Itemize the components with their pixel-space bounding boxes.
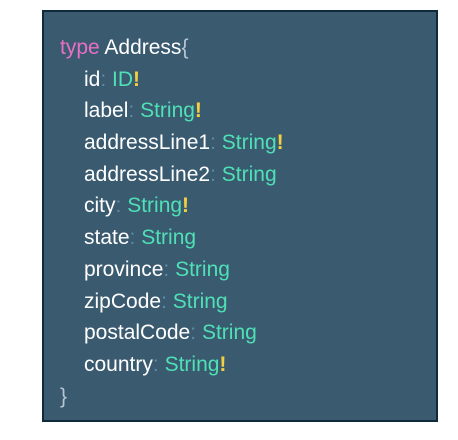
field-separator: : — [115, 194, 122, 218]
field-type: ID — [112, 67, 134, 91]
non-null-marker: ! — [133, 67, 141, 91]
field-line-zipcode: zipCode: String — [60, 286, 436, 318]
field-name: country — [84, 352, 153, 376]
field-name: postalCode — [84, 321, 191, 345]
field-type: String — [221, 162, 277, 186]
field-name: zipCode — [84, 289, 162, 313]
code-snippet-panel: type Address{ id: ID! label: String! add… — [42, 10, 438, 422]
type-name: Address — [104, 36, 182, 59]
field-separator: : — [129, 226, 136, 250]
field-line-id: id: ID! — [60, 64, 436, 96]
field-line-addressline1: addressLine1: String! — [60, 127, 436, 159]
open-brace: { — [181, 36, 189, 59]
field-type: String — [221, 131, 277, 155]
field-line-province: province: String — [60, 254, 436, 286]
close-brace-line: } — [60, 381, 436, 413]
field-line-addressline2: addressLine2: String — [60, 159, 436, 191]
field-type: String — [140, 99, 195, 123]
field-type: String — [175, 257, 230, 281]
field-type: String — [201, 321, 257, 345]
field-separator: : — [163, 257, 170, 281]
field-type: String — [164, 352, 220, 376]
close-brace: } — [60, 384, 68, 408]
field-name: label — [84, 99, 129, 123]
non-null-marker: ! — [219, 352, 227, 376]
field-name: province — [84, 257, 164, 281]
type-declaration-line: type Address{ — [60, 32, 436, 64]
field-name: city — [84, 194, 116, 218]
field-name: addressLine1 — [84, 131, 211, 155]
field-line-label: label: String! — [60, 95, 436, 127]
field-type: String — [127, 194, 183, 218]
field-separator: : — [190, 321, 197, 345]
non-null-marker: ! — [276, 131, 284, 155]
field-separator: : — [100, 67, 107, 91]
field-name: state — [84, 226, 130, 250]
field-separator: : — [210, 162, 216, 186]
field-line-country: country: String! — [60, 349, 436, 381]
field-separator: : — [128, 99, 135, 123]
field-separator: : — [210, 131, 216, 155]
field-type: String — [141, 226, 197, 250]
field-separator: : — [152, 352, 159, 376]
non-null-marker: ! — [194, 99, 202, 123]
field-line-postalcode: postalCode: String — [60, 317, 436, 349]
field-line-city: city: String! — [60, 190, 436, 222]
field-name: addressLine2 — [84, 162, 211, 186]
field-name: id — [84, 67, 101, 91]
field-separator: : — [161, 289, 167, 313]
field-type: String — [172, 289, 228, 313]
non-null-marker: ! — [182, 194, 190, 218]
field-line-state: state: String — [60, 222, 436, 254]
type-keyword: type — [60, 36, 100, 59]
